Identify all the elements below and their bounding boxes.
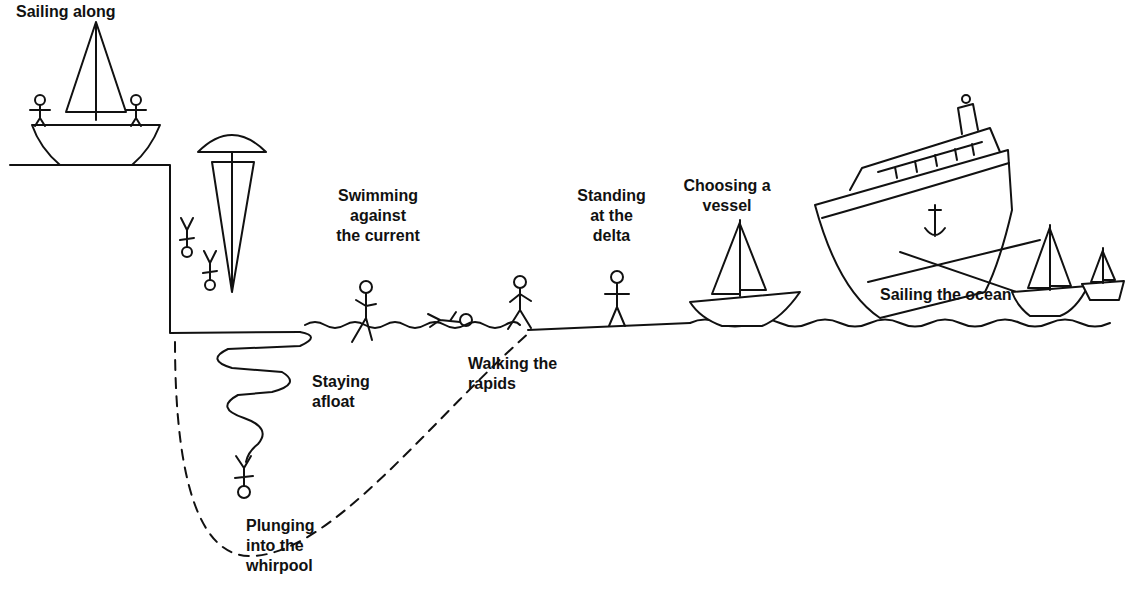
stick-figure-head — [35, 95, 45, 105]
stick-figure-body — [30, 105, 50, 126]
stage-label: Staying afloat — [312, 372, 382, 412]
falling-figure-body — [203, 251, 217, 280]
sinking-figure-body — [235, 456, 253, 486]
stage-label: Sailing the ocean — [880, 285, 1012, 305]
stick-figure-head — [611, 271, 623, 283]
falling-figure-head — [182, 247, 192, 257]
whirlpool-swirl — [217, 332, 311, 462]
capsized-hull — [198, 135, 266, 152]
stage-label: Sailing along — [16, 2, 116, 22]
stick-figure-body — [126, 105, 146, 126]
stage-label: Walking the rapids — [468, 354, 568, 394]
stick-figure-body — [605, 283, 629, 326]
stick-figure-head — [131, 95, 141, 105]
sailboat-sail — [1091, 248, 1115, 283]
water-surface — [305, 322, 520, 328]
sailboat-hull — [32, 125, 160, 165]
stage-label: Swimming against the current — [336, 186, 420, 246]
sailboat-hull — [690, 292, 800, 326]
stage-label: Choosing a vessel — [677, 176, 777, 216]
sailboat-sail — [66, 22, 126, 120]
sailboat-sail — [1028, 225, 1071, 290]
stick-figure-body — [352, 293, 376, 342]
stage-label: Plunging into the whirpool — [246, 516, 336, 576]
stick-figure-body — [508, 288, 531, 329]
ship-cabin — [850, 128, 1000, 190]
stage-label: Standing at the delta — [574, 186, 649, 246]
sailboat-sail — [712, 220, 766, 296]
cliff-line — [10, 165, 300, 333]
swimmer-head — [460, 314, 472, 326]
ship-mast-top — [962, 95, 970, 103]
falling-figure-body — [180, 218, 194, 247]
ship-hull — [815, 150, 1012, 318]
stick-figure-head — [360, 281, 372, 293]
sinking-figure-head — [238, 486, 250, 498]
capsized-sail — [212, 152, 254, 292]
stick-figure-head — [514, 276, 526, 288]
swimmer-body — [428, 312, 460, 327]
ship-anchor — [925, 205, 945, 236]
falling-figure-head — [205, 280, 215, 290]
ship-funnel — [958, 104, 978, 134]
